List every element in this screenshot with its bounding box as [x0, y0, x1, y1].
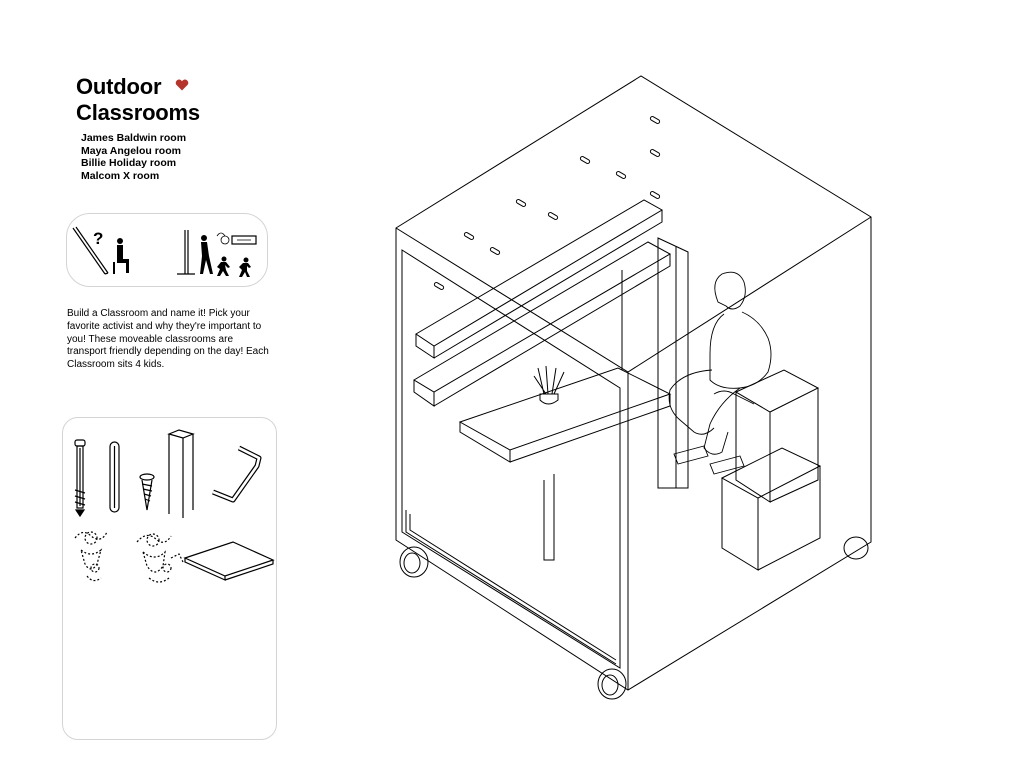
room-list: James Baldwin room Maya Angelou room Bil…	[81, 132, 200, 183]
story-panel: ?	[66, 213, 268, 287]
walking-person-icon	[200, 235, 213, 274]
hardware-cluster-icon	[74, 531, 108, 582]
room-item: Billie Holiday room	[81, 157, 177, 170]
page-title-line-2: Classrooms	[76, 100, 200, 125]
back-post	[657, 237, 689, 489]
wood-post-icon	[167, 429, 195, 518]
heart-icon	[175, 79, 189, 91]
description-text: Build a Classroom and name it! Pick your…	[67, 308, 269, 371]
screw-icon	[139, 473, 155, 511]
running-kid-icon	[217, 256, 230, 276]
peg-holes	[433, 116, 661, 290]
bolt-icon	[74, 439, 86, 518]
sign-icon	[231, 235, 257, 245]
parts-illustration	[74, 429, 275, 583]
shelf	[415, 199, 664, 359]
allen-key-icon	[212, 445, 262, 503]
plant-icon	[533, 365, 565, 405]
hardware-cluster-icon	[136, 533, 184, 583]
seated-person-figure	[668, 271, 772, 475]
parts-panel	[62, 417, 277, 740]
leaning-board-icon	[72, 227, 106, 275]
running-kid-icon	[239, 257, 251, 277]
story-illustration: ?	[72, 226, 257, 277]
stool	[734, 369, 820, 503]
dowel-icon	[109, 441, 120, 513]
classroom-cube-frame	[395, 75, 872, 691]
board-panel-icon	[183, 541, 275, 581]
page-title-line-1: Outdoor	[76, 74, 162, 99]
room-item: James Baldwin room	[81, 132, 187, 144]
room-item: Maya Angelou room	[81, 144, 181, 157]
desk	[458, 367, 672, 561]
wheel-icon	[597, 668, 627, 700]
seated-person-icon	[113, 238, 129, 274]
wheel-icon	[843, 536, 869, 560]
question-mark: ?	[93, 229, 103, 248]
wheel-icon	[399, 546, 429, 578]
classroom-drawing	[380, 70, 880, 705]
stool	[720, 447, 822, 571]
room-item: Malcom X room	[81, 170, 160, 183]
shelf	[413, 241, 672, 407]
title-block: Outdoor Classrooms James Baldwin room Ma…	[76, 74, 200, 183]
